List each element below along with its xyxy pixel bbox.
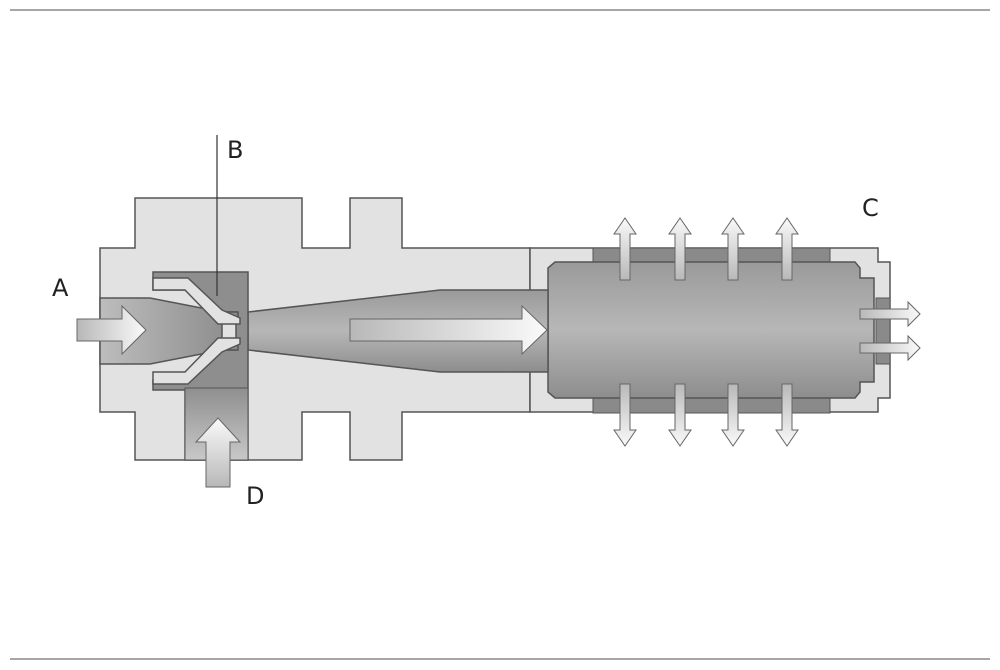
nozzle-lower-lip xyxy=(152,337,241,385)
nozzle-upper-lip xyxy=(152,277,241,325)
inlet-arrow xyxy=(76,304,147,356)
outlet-arrow-bottom xyxy=(859,334,921,362)
radial-arrow-down-4 xyxy=(775,383,799,447)
label-c: C xyxy=(862,194,879,222)
suction-arrow xyxy=(194,417,242,488)
label-b: B xyxy=(227,136,243,164)
outlet-arrow-top xyxy=(859,300,921,328)
label-a: A xyxy=(52,274,69,302)
chamber-end-wall xyxy=(875,297,891,365)
label-d: D xyxy=(246,482,264,510)
radial-arrow-up-4 xyxy=(775,217,799,281)
flow-arrow xyxy=(349,304,548,356)
radial-arrow-down-1 xyxy=(613,383,637,447)
chamber-cavity xyxy=(547,261,875,399)
radial-arrow-up-1 xyxy=(613,217,637,281)
radial-arrow-up-2 xyxy=(668,217,692,281)
radial-arrow-down-3 xyxy=(721,383,745,447)
radial-arrow-up-3 xyxy=(721,217,745,281)
radial-arrow-down-2 xyxy=(668,383,692,447)
radial-arrows-up xyxy=(613,217,799,281)
radial-arrows-down xyxy=(613,383,799,447)
